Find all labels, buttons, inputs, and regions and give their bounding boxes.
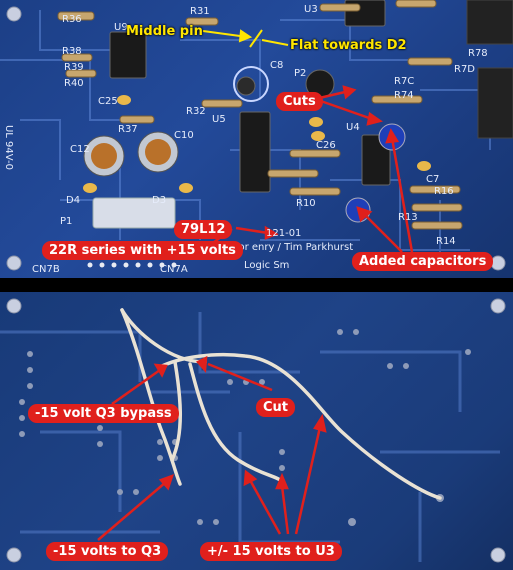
- photo-divider: [0, 278, 513, 292]
- silk-maker: Logic Sm: [244, 260, 290, 271]
- silk-r14: R14: [436, 236, 456, 247]
- silk-cn7b: CN7B: [32, 264, 60, 275]
- silk-u3: U3: [304, 4, 318, 15]
- silk-c26: C26: [316, 140, 336, 151]
- silk-credits: Thor enry / Tim Parkhurst: [226, 242, 354, 253]
- annotation-15v-to-u3: +/- 15 volts to U3: [200, 542, 342, 561]
- silk-u4: U4: [346, 122, 360, 133]
- annotation-22r-series: 22R series with +15 volts: [42, 241, 243, 260]
- silk-r39: R39: [64, 62, 84, 73]
- annotation-q3-bypass: -15 volt Q3 bypass: [28, 404, 179, 423]
- silk-r16: R16: [434, 186, 454, 197]
- silk-c25: C25: [98, 96, 118, 107]
- silk-r40: R40: [64, 78, 84, 89]
- silk-c8: C8: [270, 60, 284, 71]
- annotation-79l12: 79L12: [174, 220, 233, 239]
- silk-r7d: R7D: [454, 64, 476, 75]
- silk-p1: P1: [60, 216, 73, 227]
- silk-r32: R32: [186, 106, 206, 117]
- silk-d4: D4: [66, 195, 81, 206]
- silk-ul: UL 94V-0: [3, 124, 15, 171]
- silk-u9: U9: [114, 22, 128, 33]
- silk-r36: R36: [62, 14, 82, 25]
- silk-r10: R10: [296, 198, 316, 209]
- annotation-middle-pin: Middle pin: [126, 24, 203, 39]
- silk-c12: C12: [70, 144, 90, 155]
- silk-r74: R74: [394, 90, 414, 101]
- silk-r31: R31: [190, 6, 210, 17]
- annotation-flat-towards-d2: Flat towards D2: [290, 38, 407, 53]
- silk-d3: D3: [152, 195, 167, 206]
- pcb-solder-side-photo: -15 volt Q3 bypass Cut -15 volts to Q3 +…: [0, 292, 513, 570]
- annotation-cuts: Cuts: [276, 92, 323, 111]
- silk-c10: C10: [174, 130, 194, 141]
- annotation-15v-to-q3: -15 volts to Q3: [46, 542, 169, 561]
- silk-board: 121-01: [266, 228, 302, 239]
- pcb-top-artwork: [0, 0, 513, 271]
- silk-r37: R37: [118, 124, 138, 135]
- silk-u5: U5: [212, 114, 226, 125]
- pcb-component-side-photo: R36 U9 R38 R39 R40 C25 R37 C10 C12 D4 D3…: [0, 0, 513, 278]
- silk-c7: C7: [426, 174, 440, 185]
- annotation-cut: Cut: [256, 398, 296, 417]
- silk-cn7a: CN7A: [160, 264, 188, 275]
- silk-r78: R78: [468, 48, 488, 59]
- silk-p2: P2: [294, 68, 307, 79]
- annotation-added-capacitors: Added capacitors: [352, 252, 494, 271]
- pcb-bottom-artwork: [0, 298, 506, 563]
- silk-r13: R13: [398, 212, 418, 223]
- silk-r38: R38: [62, 46, 82, 57]
- silk-r7c: R7C: [394, 76, 415, 87]
